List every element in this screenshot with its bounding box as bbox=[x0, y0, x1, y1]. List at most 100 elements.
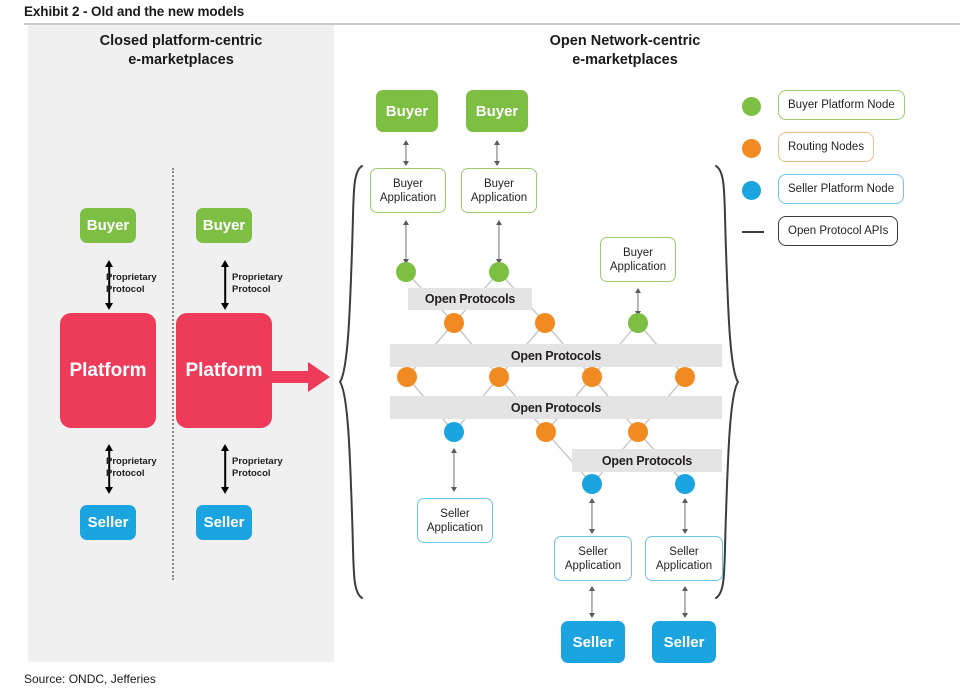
arrow-head-up bbox=[221, 444, 229, 451]
buyer-platform-node-2 bbox=[489, 262, 509, 282]
arrow-head-down bbox=[494, 161, 500, 166]
open-arrow-app-node-3 bbox=[632, 288, 644, 316]
arrow-head-up bbox=[635, 288, 641, 293]
legend-row-seller-platform-node: Seller Platform Node bbox=[742, 172, 932, 214]
arrow-shaft bbox=[684, 502, 686, 530]
circle-green-icon bbox=[742, 97, 761, 116]
closed-protocol-label-top-2: Proprietary Protocol bbox=[232, 272, 296, 295]
protocol-line1: Proprietary bbox=[232, 272, 283, 283]
arrow-head-down bbox=[105, 487, 113, 494]
arrow-head-up bbox=[105, 444, 113, 451]
open-model-heading-line2: e-marketplaces bbox=[572, 52, 678, 68]
title-divider bbox=[24, 23, 960, 25]
open-arrow-buyer-app-2 bbox=[491, 140, 503, 166]
open-arrow-buyer-app-1 bbox=[400, 140, 412, 166]
arrow-head-up bbox=[494, 140, 500, 145]
panel-column-divider bbox=[172, 168, 174, 580]
protocol-line2: Protocol bbox=[106, 283, 145, 295]
closed-platform-2: Platform bbox=[176, 313, 272, 428]
open-protocols-bar-1: Open Protocols bbox=[408, 288, 532, 310]
closed-model-heading-line1: Closed platform-centric bbox=[99, 33, 263, 49]
circle-blue-icon bbox=[742, 181, 761, 200]
legend: Buyer Platform Node Routing Nodes Seller… bbox=[742, 88, 932, 256]
seller-platform-node-2 bbox=[582, 474, 602, 494]
closed-buyer-1: Buyer bbox=[80, 208, 136, 243]
arrow-head-up bbox=[451, 448, 457, 453]
routing-node-4 bbox=[489, 367, 509, 387]
transition-arrow-icon bbox=[272, 362, 330, 392]
app-line1: Buyer bbox=[392, 177, 424, 190]
arrow-head-down bbox=[682, 529, 688, 534]
legend-label-buyer-platform-node: Buyer Platform Node bbox=[778, 90, 905, 120]
app-line2: Application bbox=[379, 191, 437, 204]
app-line2: Application bbox=[655, 559, 713, 572]
legend-row-routing-nodes: Routing Nodes bbox=[742, 130, 932, 172]
closed-platform-1: Platform bbox=[60, 313, 156, 428]
open-model-heading-line1: Open Network-centric bbox=[549, 33, 701, 49]
closed-protocol-label-bottom-2: Proprietary Protocol bbox=[232, 456, 296, 479]
seller-application-1: Seller Application bbox=[417, 498, 493, 543]
buyer-platform-node-3 bbox=[628, 313, 648, 333]
arrow-head-up bbox=[221, 260, 229, 267]
app-line2: Application bbox=[609, 260, 667, 273]
arrow-shaft bbox=[591, 590, 593, 614]
closed-arrow-platform-seller-1 bbox=[102, 444, 116, 494]
arrow-shaft bbox=[591, 502, 593, 530]
buyer-application-1: Buyer Application bbox=[370, 168, 446, 213]
arrow-head-up bbox=[682, 586, 688, 591]
arrow-head-down bbox=[403, 161, 409, 166]
closed-model-heading: Closed platform-centric e-marketplaces bbox=[28, 32, 334, 70]
seller-platform-node-3 bbox=[675, 474, 695, 494]
arrow-head-up bbox=[589, 498, 595, 503]
line-black-icon bbox=[742, 231, 764, 233]
open-protocols-bar-2: Open Protocols bbox=[390, 344, 722, 367]
legend-label-seller-platform-node: Seller Platform Node bbox=[778, 174, 905, 204]
arrow-shaft bbox=[637, 292, 639, 312]
arrow-head-down bbox=[403, 259, 409, 264]
open-arrow-node-sellerapp-3 bbox=[679, 498, 691, 534]
arrow-head-down bbox=[221, 487, 229, 494]
routing-node-8 bbox=[628, 422, 648, 442]
app-line1: Buyer bbox=[622, 246, 654, 259]
arrow-shaft bbox=[684, 590, 686, 614]
app-line1: Seller bbox=[440, 507, 470, 520]
open-arrow-sellerapp-seller-2 bbox=[679, 586, 691, 618]
arrow-shaft bbox=[224, 265, 226, 305]
routing-node-6 bbox=[675, 367, 695, 387]
arrow-head-down bbox=[682, 613, 688, 618]
open-seller-1: Seller bbox=[561, 621, 625, 663]
source-note: Source: ONDC, Jefferies bbox=[24, 672, 156, 686]
closed-arrow-buyer-platform-2 bbox=[218, 260, 232, 310]
open-seller-2: Seller bbox=[652, 621, 716, 663]
closed-seller-2: Seller bbox=[196, 505, 252, 540]
protocol-line1: Proprietary bbox=[106, 272, 157, 283]
arrow-head-up bbox=[105, 260, 113, 267]
buyer-application-2: Buyer Application bbox=[461, 168, 537, 213]
arrow-head-down bbox=[589, 613, 595, 618]
arrow-head-down bbox=[496, 259, 502, 264]
closed-arrow-platform-seller-2 bbox=[218, 444, 232, 494]
closed-protocol-label-top-1: Proprietary Protocol bbox=[106, 272, 170, 295]
arrow-head-up bbox=[403, 220, 409, 225]
arrow-shaft bbox=[405, 224, 407, 260]
seller-application-3: Seller Application bbox=[645, 536, 723, 581]
app-line2: Application bbox=[564, 559, 622, 572]
closed-buyer-2: Buyer bbox=[196, 208, 252, 243]
arrow-shaft bbox=[405, 144, 407, 162]
arrow-head-up bbox=[589, 586, 595, 591]
routing-node-7 bbox=[536, 422, 556, 442]
app-line1: Seller bbox=[669, 545, 699, 558]
protocol-line2: Protocol bbox=[232, 283, 271, 295]
app-line2: Application bbox=[426, 521, 484, 534]
open-model-heading: Open Network-centric e-marketplaces bbox=[400, 32, 850, 70]
arrow-head-up bbox=[682, 498, 688, 503]
arrow-head-down bbox=[451, 487, 457, 492]
closed-seller-1: Seller bbox=[80, 505, 136, 540]
open-arrow-node-sellerapp-1 bbox=[448, 448, 460, 492]
open-arrow-app-node-2 bbox=[493, 220, 505, 264]
open-buyer-2: Buyer bbox=[466, 90, 528, 132]
arrow-head-down bbox=[105, 303, 113, 310]
closed-arrow-buyer-platform-1 bbox=[102, 260, 116, 310]
arrow-head-up bbox=[496, 220, 502, 225]
arrow-shaft bbox=[496, 144, 498, 162]
